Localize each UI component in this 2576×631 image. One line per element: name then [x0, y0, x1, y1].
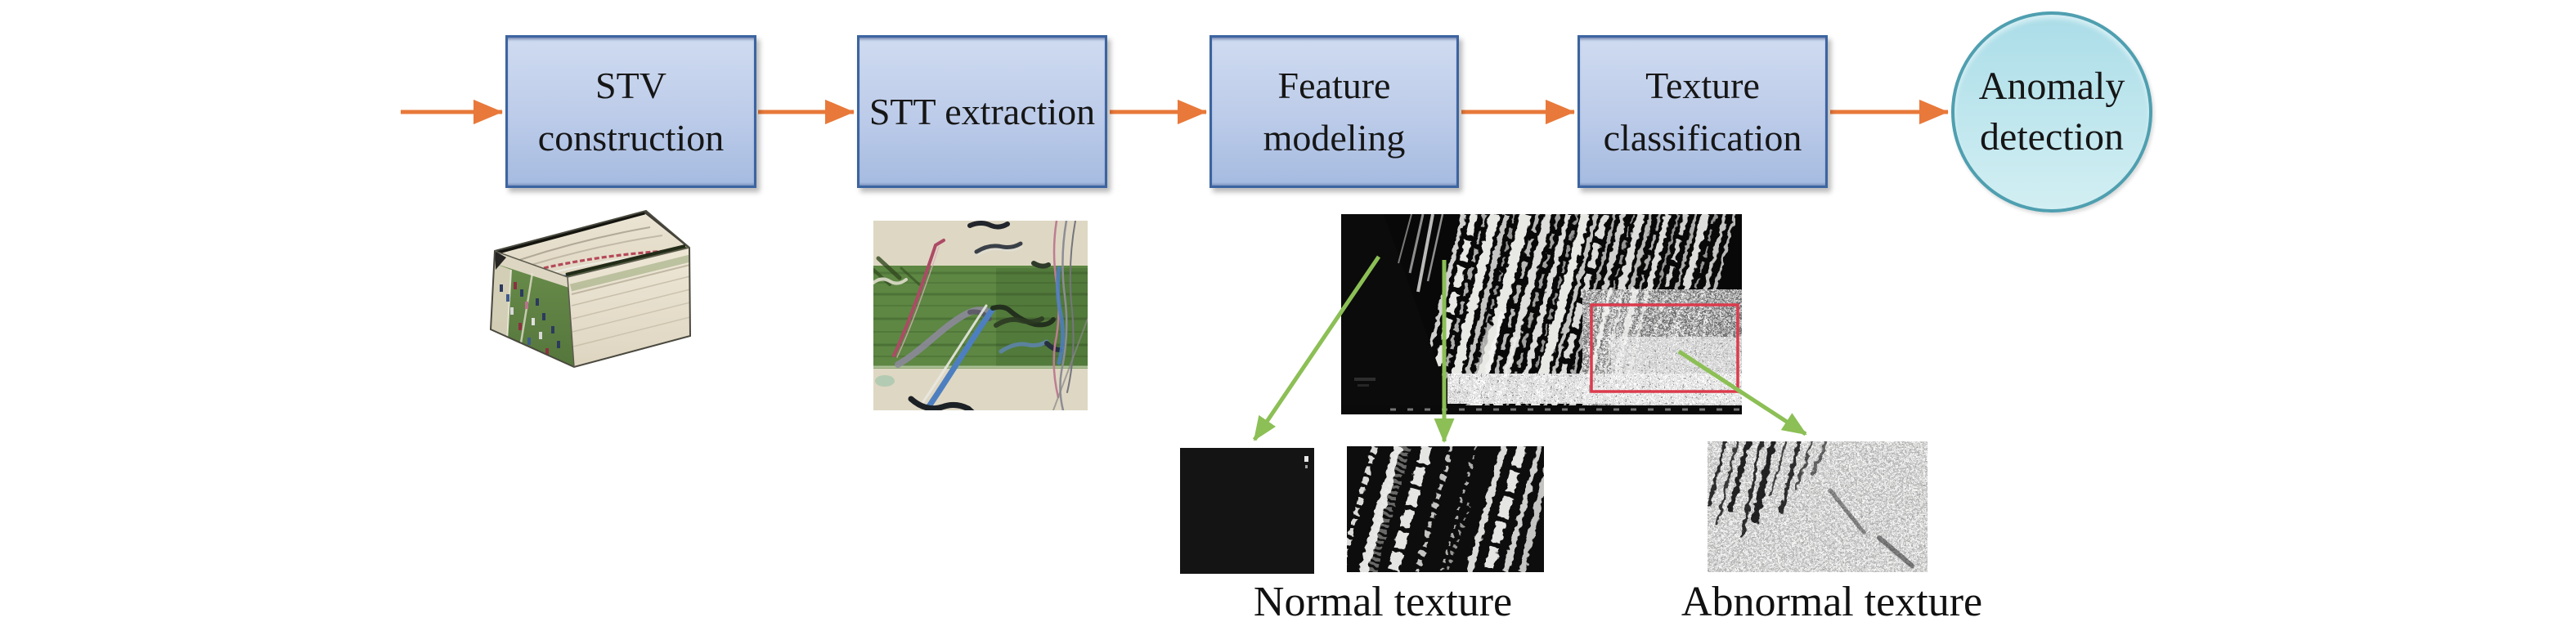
abnormal-texture-caption: Abnormal texture	[1681, 579, 1983, 625]
node-stt-extraction: STT extraction	[857, 35, 1107, 188]
stv-cube-image	[489, 209, 691, 369]
normal-texture-striped-crop	[1347, 446, 1544, 572]
node-label: Anomaly detection	[1978, 65, 2125, 159]
node-label: STV construction	[537, 64, 725, 159]
node-label: STT extraction	[868, 90, 1096, 132]
stt-texture-image	[873, 221, 1088, 410]
node-anomaly-detection: Anomaly detection	[1951, 11, 2152, 213]
node-label: Texture classification	[1603, 64, 1802, 159]
pedestrian-dots	[500, 282, 560, 356]
anomaly-highlight-box	[1590, 303, 1739, 393]
bottom-noise-band	[1447, 374, 1742, 404]
node-texture-classification: Texture classification	[1577, 35, 1828, 188]
binary-faint-left-streaks	[1398, 214, 1444, 293]
binary-texture-image	[1341, 214, 1742, 414]
stt-trajectory-streaks	[873, 221, 1088, 410]
abnormal-dark-streaks	[1708, 441, 1914, 568]
node-feature-modeling: Feature modeling	[1209, 35, 1459, 188]
abnormal-texture-crop	[1708, 441, 1928, 572]
normal-texture-caption: Normal texture	[1253, 579, 1513, 625]
node-label: Feature modeling	[1263, 64, 1406, 159]
node-stv-construction: STV construction	[505, 35, 756, 188]
normal-texture-black-crop	[1180, 448, 1314, 574]
striped-crop-streaks	[1347, 446, 1544, 572]
